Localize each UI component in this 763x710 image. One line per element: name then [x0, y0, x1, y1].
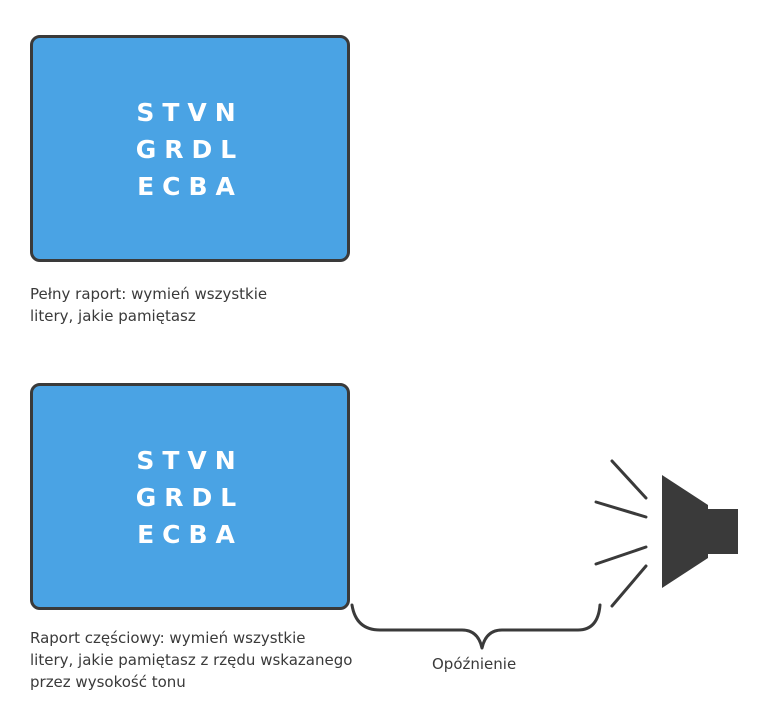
- caption-line: litery, jakie pamiętasz z rzędu wskazane…: [30, 651, 353, 669]
- partial-report-caption: Raport częściowy: wymień wszystkie liter…: [30, 627, 352, 693]
- letter-row: GRDL: [135, 483, 245, 512]
- speaker-icon: [594, 459, 738, 608]
- letter-row: STVN: [136, 446, 244, 475]
- full-report-caption: Pełny raport: wymień wszystkie litery, j…: [30, 283, 267, 327]
- caption-line: litery, jakie pamiętasz: [30, 307, 196, 325]
- delay-label: Opóźnienie: [432, 655, 517, 673]
- caption-line: przez wysokość tonu: [30, 673, 186, 691]
- letter-row: ECBA: [137, 520, 243, 549]
- sound-waves: [594, 459, 648, 608]
- partial-report-display: STVN GRDL ECBA: [30, 383, 350, 610]
- letter-row: GRDL: [135, 135, 245, 164]
- letter-row: STVN: [136, 98, 244, 127]
- letter-row: ECBA: [137, 172, 243, 201]
- delay-brace: [350, 603, 602, 650]
- full-report-display: STVN GRDL ECBA: [30, 35, 350, 262]
- letter-grid: STVN GRDL ECBA: [33, 442, 347, 553]
- caption-line: Raport częściowy: wymień wszystkie: [30, 629, 306, 647]
- caption-line: Pełny raport: wymień wszystkie: [30, 285, 268, 303]
- letter-grid: STVN GRDL ECBA: [33, 94, 347, 205]
